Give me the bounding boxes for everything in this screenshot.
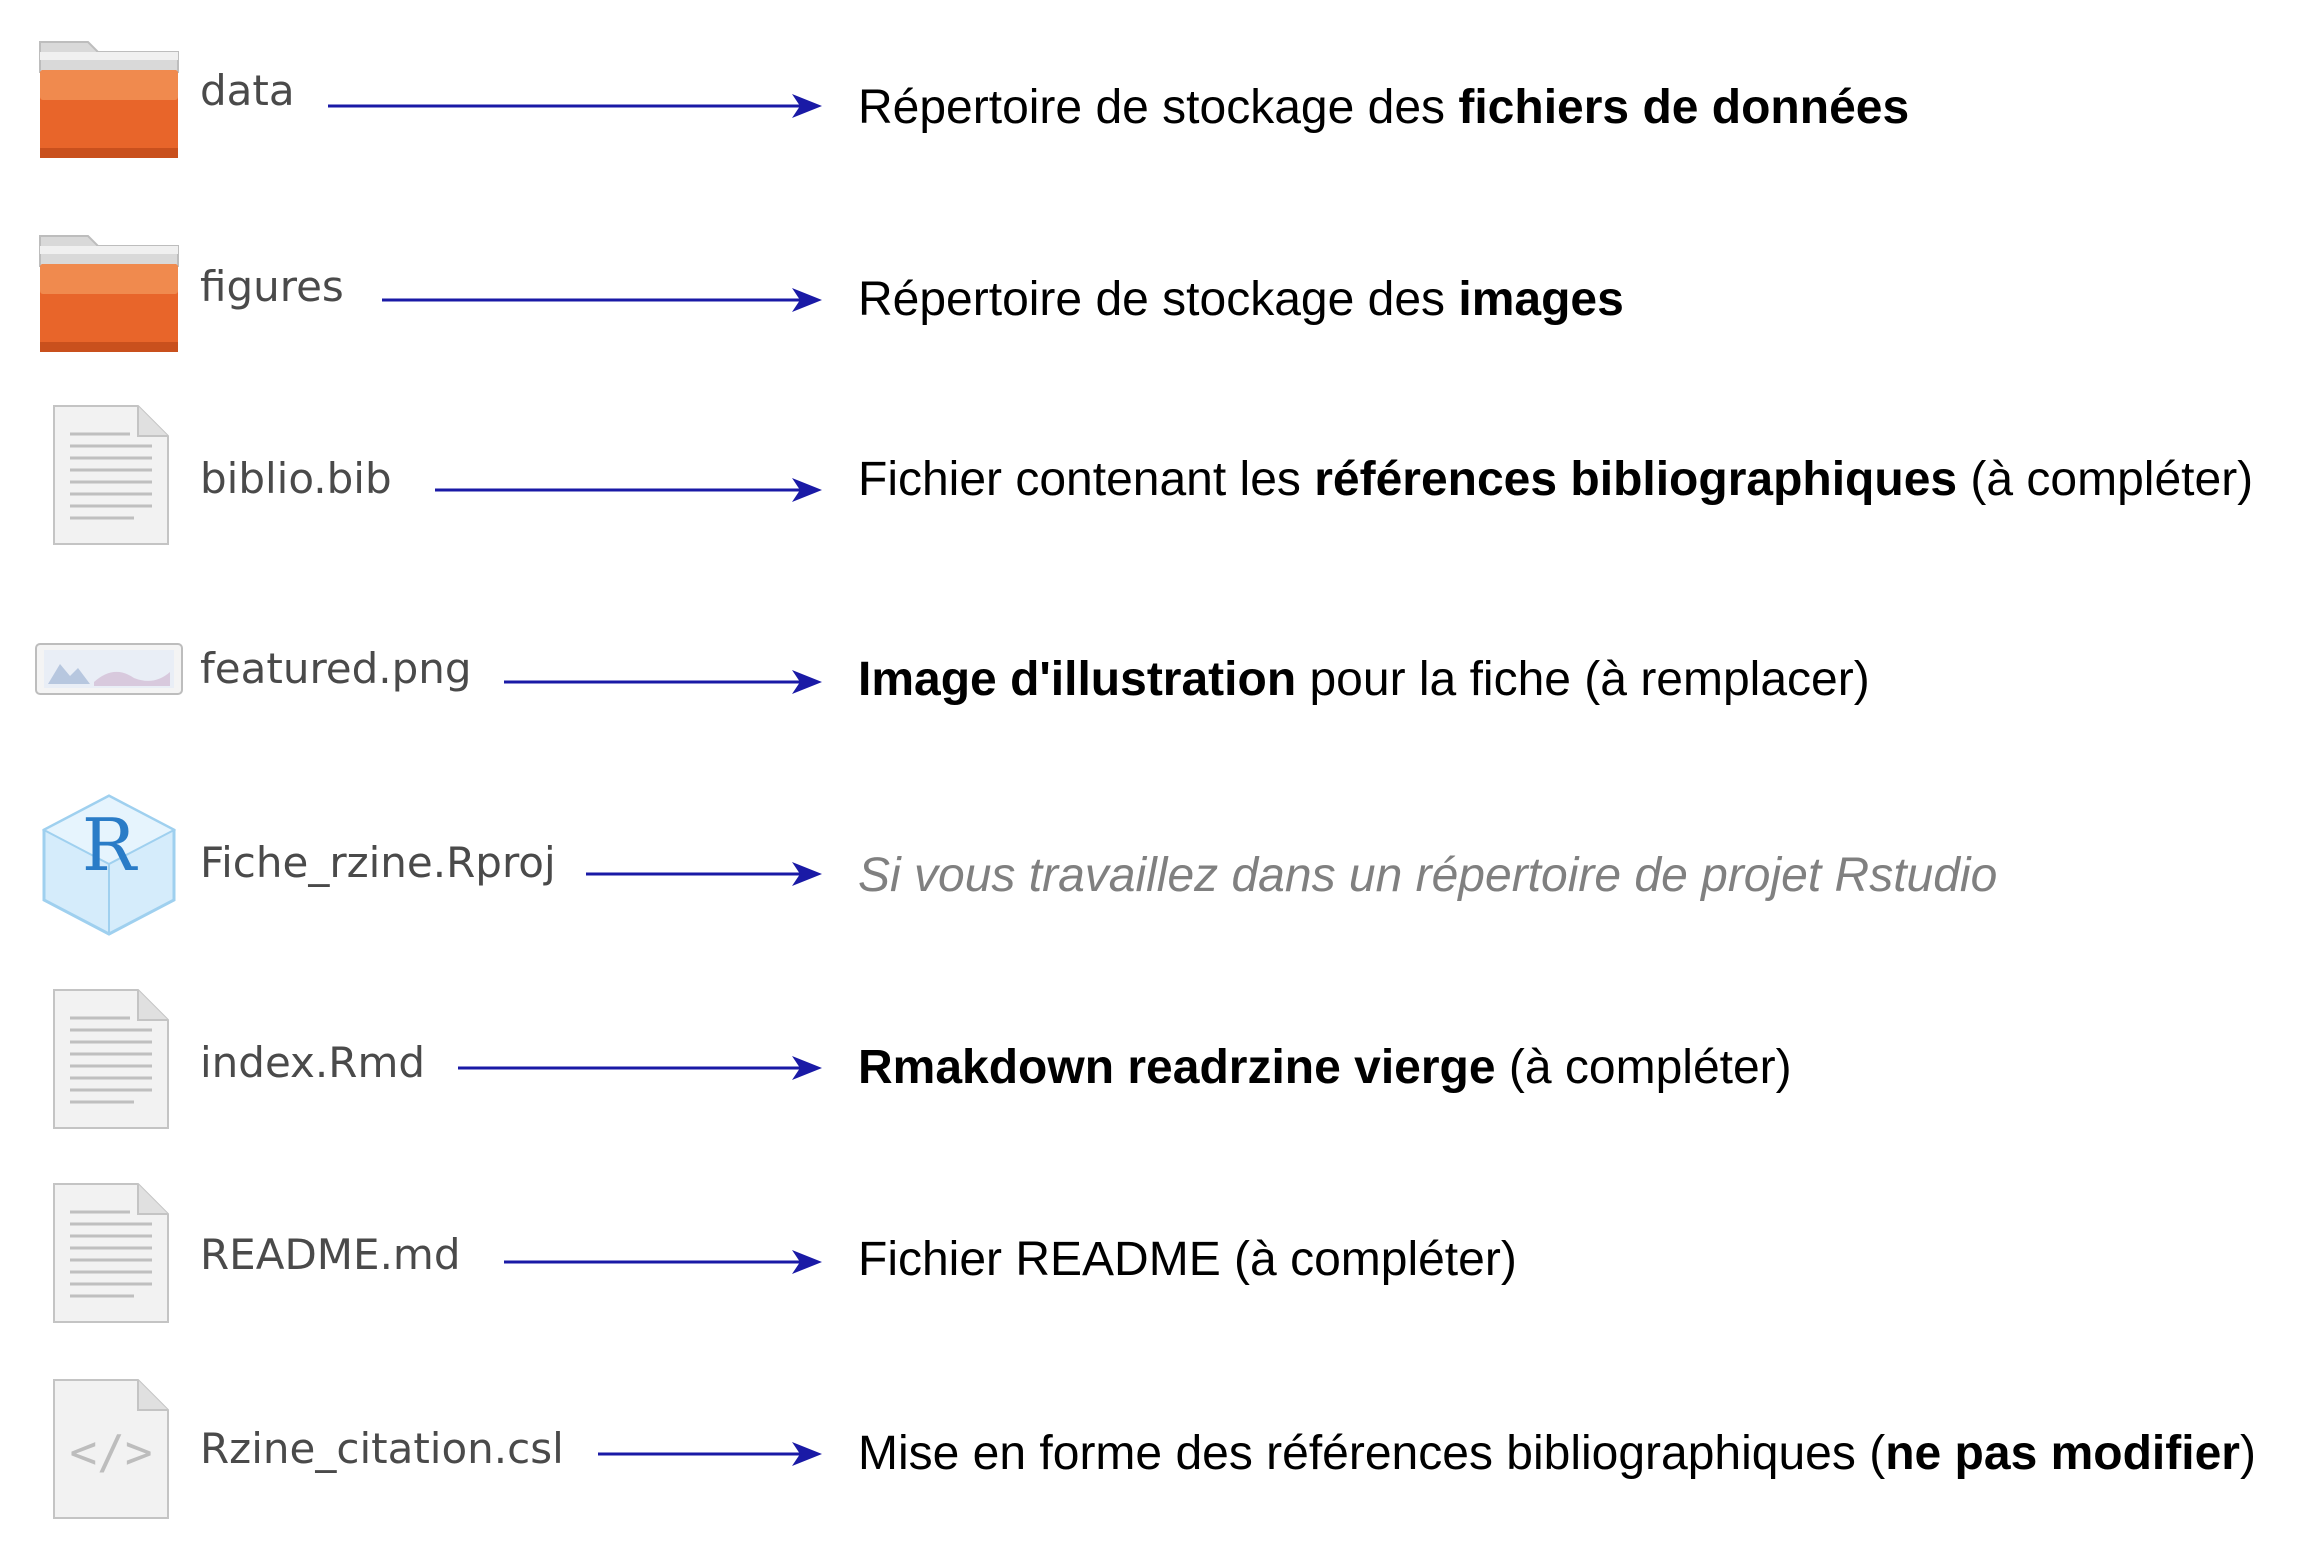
text-file-icon <box>34 1178 184 1332</box>
arrow-icon <box>435 478 822 502</box>
file-name: biblio.bib <box>200 454 392 503</box>
arrow-icon <box>328 94 822 118</box>
folder-icon <box>34 224 184 358</box>
rproject-icon: R <box>34 790 184 944</box>
image-thumbnail-icon <box>34 638 184 702</box>
description-segment: Répertoire de stockage des <box>858 81 1459 134</box>
description-segment: Mise en forme des références bibliograph… <box>858 1427 1886 1480</box>
description-segment: Fichier contenant les <box>858 453 1315 506</box>
file-row-rzine-citation-csl: </> Rzine_citation.csl Mise en forme des… <box>0 1374 2322 1524</box>
description-segment: Fichier README (à compléter) <box>858 1233 1517 1286</box>
description-segment: ) <box>2239 1427 2256 1480</box>
file-row-data: data Répertoire de stockage des fichiers… <box>0 30 2322 180</box>
description-segment: Rmakdown readrzine vierge <box>858 1041 1496 1094</box>
file-name: figures <box>200 262 344 311</box>
arrow-icon <box>504 670 822 694</box>
file-row-figures: figures Répertoire de stockage des image… <box>0 224 2322 374</box>
arrow-icon <box>458 1056 822 1080</box>
file-name: index.Rmd <box>200 1038 426 1087</box>
description-segment: ne pas modifier <box>1885 1427 2240 1480</box>
description: Fichier contenant les références bibliog… <box>858 456 2253 504</box>
svg-text:R: R <box>82 803 138 887</box>
description: Si vous travaillez dans un répertoire de… <box>858 852 1997 900</box>
description: Répertoire de stockage des fichiers de d… <box>858 84 1909 132</box>
svg-text:</>: </> <box>69 1425 152 1479</box>
file-row-biblio-bib: biblio.bib Fichier contenant les référen… <box>0 400 2322 550</box>
file-row-readme-md: README.md Fichier README (à compléter) <box>0 1178 2322 1328</box>
description: Fichier README (à compléter) <box>858 1236 1517 1284</box>
description-segment: pour la fiche (à remplacer) <box>1296 653 1870 706</box>
description-segment: (à compléter) <box>1495 1041 1792 1094</box>
file-name: data <box>200 66 295 115</box>
arrow-icon <box>504 1250 822 1274</box>
description: Rmakdown readrzine vierge (à compléter) <box>858 1044 1792 1092</box>
file-row-rproj: R Fiche_rzine.Rproj Si vous travaillez d… <box>0 790 2322 940</box>
code-file-icon: </> <box>34 1374 184 1528</box>
folder-icon <box>34 30 184 164</box>
arrow-icon <box>598 1442 822 1466</box>
description-segment: (à compléter) <box>1957 453 2254 506</box>
file-name: Fiche_rzine.Rproj <box>200 838 556 887</box>
file-row-featured-png: featured.png Image d'illustration pour l… <box>0 600 2322 750</box>
file-name: Rzine_citation.csl <box>200 1424 564 1473</box>
description-segment: Si vous travaillez dans un répertoire de… <box>858 849 1998 902</box>
description-segment: fichiers de données <box>1458 81 1910 134</box>
description-segment: Répertoire de stockage des <box>858 273 1459 326</box>
description-segment: Image d'illustration <box>858 653 1297 706</box>
description-segment: images <box>1458 273 1624 326</box>
description: Répertoire de stockage des images <box>858 276 1624 324</box>
arrow-icon <box>382 288 822 312</box>
description-segment: références bibliographiques <box>1314 453 1958 506</box>
text-file-icon <box>34 984 184 1138</box>
arrow-icon <box>586 862 822 886</box>
file-row-index-rmd: index.Rmd Rmakdown readrzine vierge (à c… <box>0 984 2322 1134</box>
file-name: featured.png <box>200 644 472 693</box>
text-file-icon <box>34 400 184 554</box>
description: Image d'illustration pour la fiche (à re… <box>858 656 1870 704</box>
file-name: README.md <box>200 1230 461 1279</box>
description: Mise en forme des références bibliograph… <box>858 1430 2256 1478</box>
